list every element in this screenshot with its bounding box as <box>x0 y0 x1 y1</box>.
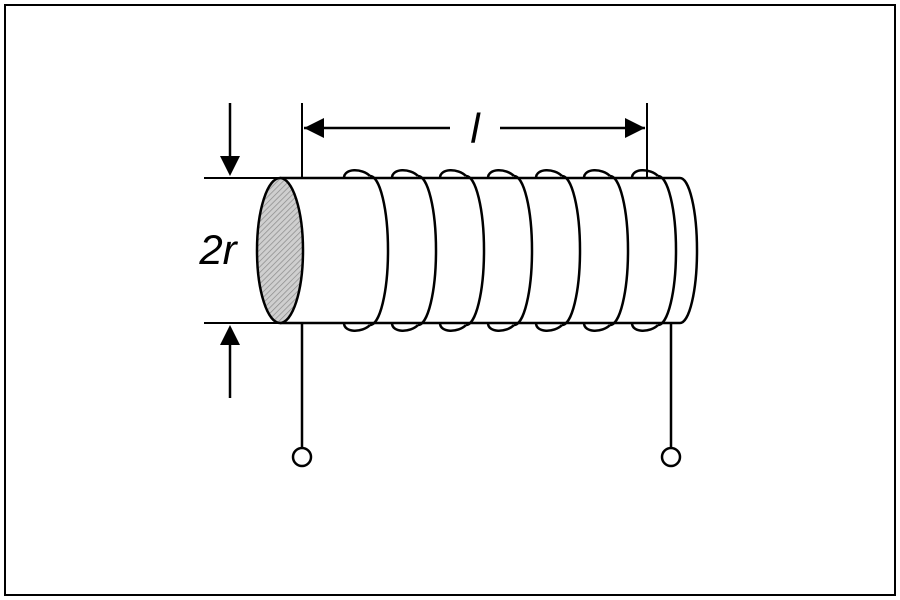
diameter-arrowhead-bottom <box>220 325 240 345</box>
cylinder-left-end-face <box>255 176 305 325</box>
length-label: l <box>470 105 481 152</box>
coil-turn-front <box>657 174 678 327</box>
coil-back-arcs <box>342 169 659 332</box>
coil-turn-back-top <box>342 169 371 179</box>
diameter-arrowhead-top <box>220 156 240 176</box>
coil-front-arcs <box>369 174 678 327</box>
coil-leads <box>291 323 682 468</box>
coil-turn-back-bottom <box>342 322 371 332</box>
coil-turn-back-bottom <box>630 322 659 332</box>
coil-turn-back-top <box>534 169 563 179</box>
coil-turn-back-bottom <box>390 322 419 332</box>
outer-frame <box>4 4 896 596</box>
coil-turn-front <box>417 174 438 327</box>
coil-turn-back-bottom <box>486 322 515 332</box>
right-terminal <box>660 446 682 468</box>
coil-turn-front <box>465 174 486 327</box>
length-arrowhead-left <box>304 118 324 138</box>
coil-turn-front <box>369 174 390 327</box>
length-arrowhead-right <box>625 118 645 138</box>
diameter-label: 2r <box>198 226 238 273</box>
coil-turn-back-top <box>582 169 611 179</box>
length-dimension: l <box>301 103 648 178</box>
coil-turn-back-top <box>438 169 467 179</box>
left-terminal <box>291 446 313 468</box>
solenoid-coil <box>255 169 699 332</box>
coil-turn-front <box>561 174 582 327</box>
coil-turn-back-bottom <box>438 322 467 332</box>
coil-turn-back-bottom <box>534 322 563 332</box>
coil-turn-back-bottom <box>582 322 611 332</box>
diameter-dimension: 2r <box>198 103 290 398</box>
cylinder-right-end <box>679 176 699 325</box>
coil-turn-front <box>513 174 534 327</box>
coil-turn-back-top <box>486 169 515 179</box>
coil-turn-front <box>609 174 630 327</box>
coil-turn-back-top <box>390 169 419 179</box>
coil-turn-back-top <box>630 169 659 179</box>
